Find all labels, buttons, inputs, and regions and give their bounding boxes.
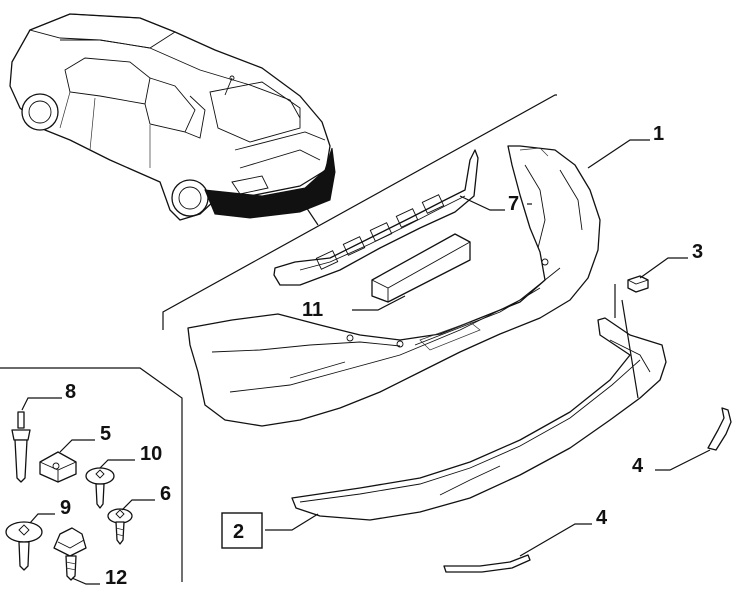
callout-4b: 4 [596,507,608,529]
callout-2: 2 [233,521,244,543]
part-10-screw [85,467,115,509]
callout-3: 3 [692,241,703,263]
callout-4a: 4 [632,455,644,477]
callout-labels: 1 2 3 4 4 5 6 7 8 9 10 11 12 [60,123,703,589]
part-9-screw [5,521,43,571]
callout-10: 10 [140,443,162,465]
highlighted-rear-bumper [204,147,336,219]
part-11-foam-block [371,233,471,303]
part-6-screw [107,508,133,545]
fasteners-panel [0,367,183,582]
part-1-bumper-cover [187,145,601,427]
exploded-view-frame [162,94,557,330]
part-3-clip [627,275,649,293]
callout-1: 1 [653,123,664,145]
callout-6: 6 [160,483,171,505]
part-7-bracket [273,149,479,286]
part-8-rivet [11,411,31,483]
part-12-push-clip [53,527,87,581]
part-4-trim-bottom [443,554,531,573]
leader-lines [21,139,711,585]
part-4-trim-right [707,407,732,451]
callout-11: 11 [302,299,323,321]
part-5-clip-nut [39,451,77,483]
callout-8: 8 [65,381,76,403]
callout-5: 5 [100,423,111,445]
car-overview-illustration [9,13,336,221]
callout-2-box [221,512,263,549]
callout-12: 12 [105,567,127,589]
callout-9: 9 [60,497,71,519]
callout-7: 7 [508,193,519,215]
